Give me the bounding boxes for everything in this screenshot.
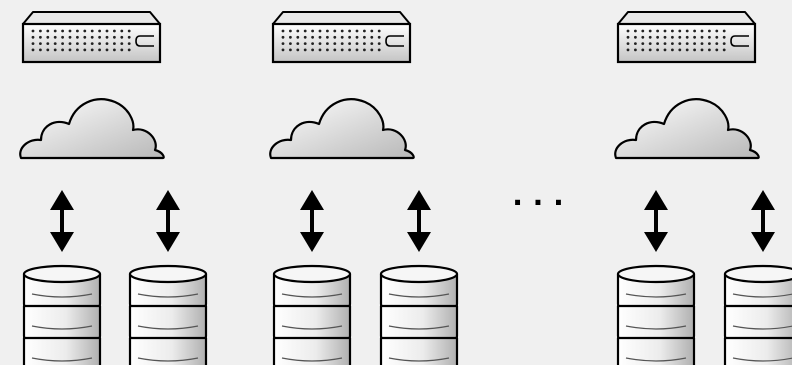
server-group-3 xyxy=(614,11,792,365)
ellipsis-more-groups: · · · xyxy=(512,186,563,219)
database-stack-icon xyxy=(379,264,459,365)
server-groups xyxy=(19,11,792,365)
database-stack-icon xyxy=(723,264,792,365)
database-stack-icon xyxy=(616,264,696,365)
bidirectional-arrow-icon xyxy=(50,190,74,252)
cloud-icon xyxy=(614,98,760,160)
server-appliance-icon xyxy=(21,11,162,64)
server-appliance-icon xyxy=(616,11,757,64)
database-stack-icon xyxy=(272,264,352,365)
cloud-icon xyxy=(269,98,415,160)
server-appliance-icon xyxy=(271,11,412,64)
bidirectional-arrow-icon xyxy=(300,190,324,252)
bidirectional-arrow-icon xyxy=(644,190,668,252)
bidirectional-arrow-icon xyxy=(407,190,431,252)
server-group-1 xyxy=(19,11,208,365)
bidirectional-arrow-icon xyxy=(751,190,775,252)
database-stack-icon xyxy=(128,264,208,365)
bidirectional-arrow-icon xyxy=(156,190,180,252)
database-stack-icon xyxy=(22,264,102,365)
server-group-2 xyxy=(269,11,459,365)
cloud-icon xyxy=(19,98,165,160)
